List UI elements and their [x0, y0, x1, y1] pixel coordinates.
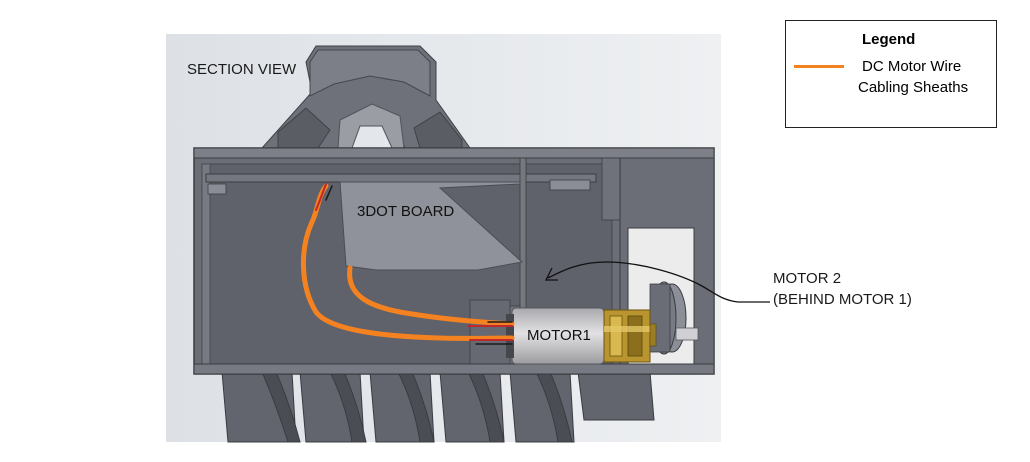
motor1-label: MOTOR1: [527, 327, 591, 344]
board-label: 3DOT BOARD: [357, 203, 455, 220]
motor2-annotation-arrow: [547, 261, 770, 303]
legend: Legend DC Motor Wire Cabling Sheaths: [785, 20, 997, 128]
motor1: [506, 307, 657, 365]
motor2-label: MOTOR 2: [773, 270, 842, 287]
legend-entry-line2: Cabling Sheaths: [858, 79, 969, 96]
legend-title: Legend: [862, 31, 916, 48]
motor2-sublabel: (BEHIND MOTOR 1): [773, 291, 912, 308]
board-3dot: [339, 181, 524, 271]
top-cap: [260, 45, 471, 149]
legend-wire-swatch: [794, 65, 844, 68]
section-view-label: SECTION VIEW: [187, 61, 297, 78]
auger-blades: [221, 371, 655, 443]
motor-wires: [301, 183, 515, 345]
legend-entry-line1: DC Motor Wire: [862, 58, 962, 75]
annotation-arrow-head: [544, 267, 558, 281]
